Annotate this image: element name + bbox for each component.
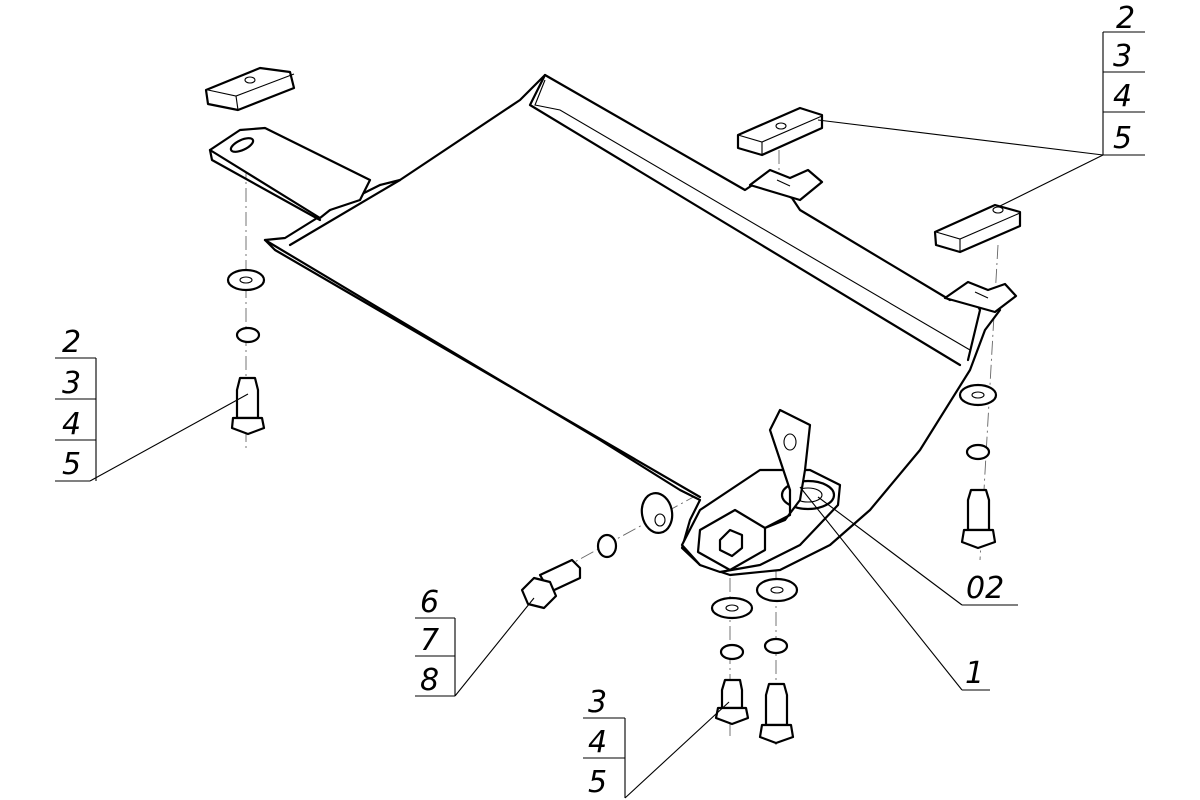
callout-number: 3 xyxy=(62,366,81,401)
callout-number: 8 xyxy=(420,663,439,698)
callout-left: 2 3 4 5 xyxy=(55,325,97,482)
callout-bottom: 3 4 5 xyxy=(583,685,626,800)
callout-number: 4 xyxy=(62,407,81,442)
callout-number: 3 xyxy=(588,685,607,720)
callout-number: 7 xyxy=(420,623,439,658)
callout-number: 1 xyxy=(965,656,984,691)
callout-number: 4 xyxy=(1113,79,1132,114)
callout-part-02: 02 xyxy=(966,571,1004,606)
callout-number: 4 xyxy=(588,725,607,760)
callout-number: 6 xyxy=(420,585,439,620)
callout-part-1: 1 xyxy=(965,656,984,691)
callout-number: 2 xyxy=(62,325,81,360)
left-bracket xyxy=(208,126,372,222)
callout-number: 2 xyxy=(1116,1,1135,36)
callout-number: 02 xyxy=(966,571,1004,606)
callout-number: 5 xyxy=(62,447,81,482)
callout-top-right: 2 3 4 5 xyxy=(1102,1,1145,156)
leader-lines xyxy=(55,119,1145,799)
fasteners xyxy=(226,268,998,745)
callout-number: 3 xyxy=(1113,39,1132,74)
callout-number: 5 xyxy=(1113,121,1132,156)
callout-front-bolt: 6 7 8 xyxy=(415,585,456,698)
front-bracket xyxy=(680,408,842,574)
callout-number: 5 xyxy=(588,765,607,800)
skid-plate-part-1 xyxy=(263,73,1018,577)
spacer-pads xyxy=(204,66,1022,254)
